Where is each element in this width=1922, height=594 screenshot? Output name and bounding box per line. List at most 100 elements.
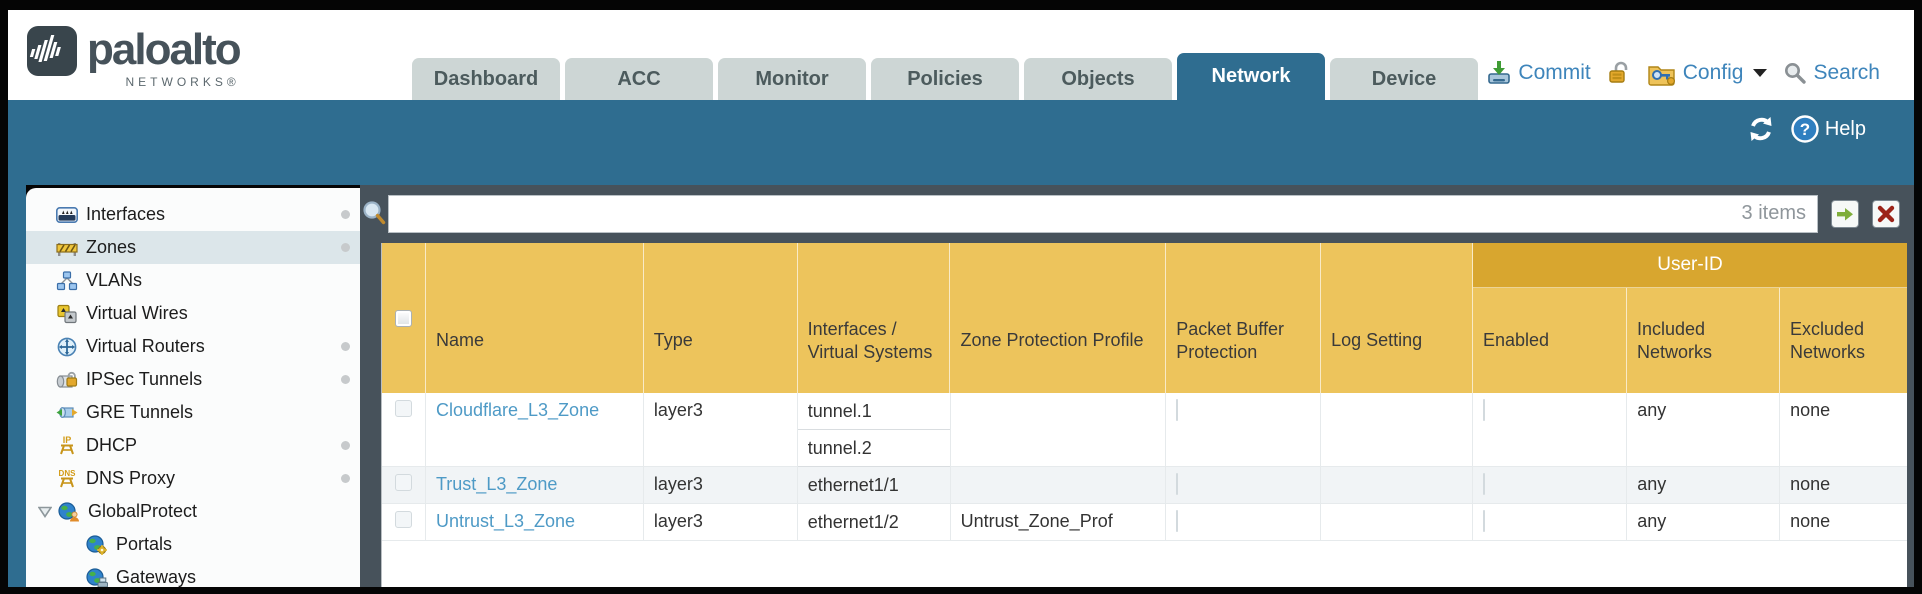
- zone-interfaces-cell: ethernet1/1: [798, 467, 951, 503]
- commit-label: Commit: [1518, 61, 1591, 84]
- sidebar-item-gre-tunnels[interactable]: GRE Tunnels: [26, 396, 360, 429]
- sidebar-item-label: GRE Tunnels: [86, 402, 194, 422]
- sidebar-item-ipsec-tunnels[interactable]: IPSec Tunnels: [26, 363, 360, 396]
- sidebar-item-label: VLANs: [86, 270, 143, 290]
- sidebar-item-label: Virtual Routers: [86, 336, 205, 356]
- sidebar-dot: [341, 375, 350, 384]
- zone-type-cell: layer3: [644, 467, 798, 503]
- sidebar-item-gateways[interactable]: Gateways: [26, 561, 360, 587]
- sidebar-item-virtual-wires[interactable]: Virtual Wires: [26, 297, 360, 330]
- row-select-cell: [382, 467, 426, 503]
- chevron-down-icon: [1753, 69, 1768, 77]
- clear-filter-button[interactable]: [1872, 200, 1900, 228]
- packet-buffer-checkbox[interactable]: [1176, 510, 1179, 532]
- column-header-packet-buffer-protection[interactable]: Packet Buffer Protection: [1166, 243, 1322, 393]
- sidebar-item-label: GlobalProtect: [88, 501, 198, 521]
- column-header-log-setting[interactable]: Log Setting: [1321, 243, 1473, 393]
- config-menu[interactable]: Config: [1647, 60, 1768, 86]
- zones-icon: [56, 238, 78, 258]
- column-header-enabled[interactable]: Enabled: [1473, 288, 1627, 393]
- sidebar-item-globalprotect[interactable]: GlobalProtect: [26, 495, 360, 528]
- log-setting-cell: [1321, 467, 1474, 503]
- zone-interfaces-cell: tunnel.1 tunnel.2: [797, 393, 951, 467]
- enabled-checkbox[interactable]: [1483, 510, 1486, 532]
- sidebar-item-label: Zones: [86, 237, 137, 257]
- apply-filter-button[interactable]: [1831, 200, 1859, 228]
- commit-button[interactable]: Commit: [1486, 60, 1591, 86]
- commit-icon: [1488, 61, 1511, 84]
- select-all-cell: [382, 243, 426, 393]
- tab-acc[interactable]: ACC: [565, 58, 713, 100]
- tab-network[interactable]: Network: [1177, 53, 1325, 100]
- select-all-checkbox[interactable]: [394, 309, 412, 327]
- sidebar-item-portals[interactable]: Portals: [26, 528, 360, 561]
- dhcp-icon: IP: [56, 435, 78, 456]
- tab-policies[interactable]: Policies: [871, 58, 1019, 100]
- refresh-icon[interactable]: [1746, 114, 1776, 144]
- log-setting-cell: [1321, 504, 1474, 540]
- column-header-included-networks[interactable]: Included Networks: [1627, 288, 1780, 393]
- zone-name-link[interactable]: Untrust_L3_Zone: [435, 511, 576, 531]
- sidebar-dot: [341, 441, 350, 450]
- help-icon: ?: [1791, 115, 1819, 143]
- subheader-band: ? Help: [8, 100, 1914, 185]
- lock-icon[interactable]: [1607, 60, 1631, 86]
- sidebar-item-interfaces[interactable]: Interfaces: [26, 198, 360, 231]
- zone-name-cell: Untrust_L3_Zone: [426, 504, 644, 540]
- interface-entry: tunnel.1: [797, 393, 950, 430]
- column-header-name[interactable]: Name: [426, 243, 644, 393]
- svg-text:?: ?: [1800, 120, 1810, 139]
- main-content-panel: 3 items Name T: [360, 185, 1914, 587]
- search-button[interactable]: Search: [1783, 61, 1880, 85]
- row-checkbox[interactable]: [394, 511, 412, 528]
- filter-input[interactable]: [388, 195, 1818, 233]
- tab-objects[interactable]: Objects: [1024, 58, 1172, 100]
- row-checkbox[interactable]: [394, 474, 412, 491]
- table-row: Untrust_L3_Zone layer3 ethernet1/2 Untru…: [382, 504, 1907, 541]
- sidebar-item-vlans[interactable]: VLANs: [26, 264, 360, 297]
- zone-type-cell: layer3: [644, 504, 798, 540]
- main-nav-tabs: Dashboard ACC Monitor Policies Objects N…: [412, 53, 1478, 100]
- included-networks-cell: any: [1627, 504, 1781, 540]
- sidebar-item-label: Virtual Wires: [86, 303, 188, 323]
- column-header-interfaces[interactable]: Interfaces / Virtual Systems: [798, 243, 951, 393]
- help-button[interactable]: ? Help: [1790, 114, 1866, 144]
- zone-protection-profile-cell: [951, 393, 1167, 466]
- virtual-wires-icon: [56, 304, 78, 324]
- excluded-networks-cell: none: [1790, 474, 1831, 494]
- sidebar-item-dhcp[interactable]: IP DHCP: [26, 429, 360, 462]
- sidebar-dot: [341, 474, 350, 483]
- user-id-enabled-cell: [1473, 467, 1628, 503]
- log-setting-cell: [1321, 393, 1474, 466]
- packet-buffer-checkbox[interactable]: [1176, 399, 1179, 421]
- expand-triangle-icon[interactable]: [34, 502, 56, 522]
- enabled-checkbox[interactable]: [1483, 399, 1486, 421]
- red-x-icon: [1877, 205, 1895, 223]
- column-header-zone-protection-profile[interactable]: Zone Protection Profile: [950, 243, 1167, 393]
- packet-buffer-checkbox[interactable]: [1176, 473, 1179, 495]
- tab-device[interactable]: Device: [1330, 58, 1478, 100]
- zone-name-link[interactable]: Trust_L3_Zone: [435, 474, 558, 494]
- user-id-group-header: User-ID: [1472, 243, 1907, 288]
- sidebar-item-dns-proxy[interactable]: DNS DNS Proxy: [26, 462, 360, 495]
- table-row: Cloudflare_L3_Zone layer3 tunnel.1 tunne…: [382, 393, 1907, 467]
- row-checkbox[interactable]: [394, 400, 412, 417]
- enabled-checkbox[interactable]: [1483, 473, 1486, 495]
- sidebar-item-virtual-routers[interactable]: Virtual Routers: [26, 330, 360, 363]
- column-header-type[interactable]: Type: [644, 243, 798, 393]
- header-actions: Commit Config: [1486, 60, 1880, 86]
- filter-bar: 3 items: [360, 185, 1914, 243]
- sidebar-item-zones[interactable]: Zones: [26, 231, 360, 264]
- sidebar-item-label: Portals: [116, 534, 173, 554]
- sidebar-dot: [341, 210, 350, 219]
- column-header-excluded-networks[interactable]: Excluded Networks: [1789, 319, 1865, 362]
- tab-dashboard[interactable]: Dashboard: [412, 58, 560, 100]
- interface-entry: ethernet1/1: [807, 475, 899, 495]
- tab-monitor[interactable]: Monitor: [718, 58, 866, 100]
- top-header-band: paloalto NETWORKS® Dashboard ACC Monitor…: [8, 10, 1914, 100]
- search-icon: [1785, 63, 1807, 84]
- zone-protection-profile-cell: [951, 467, 1167, 503]
- zone-name-link[interactable]: Cloudflare_L3_Zone: [435, 400, 600, 420]
- table-row: Trust_L3_Zone layer3 ethernet1/1 any non…: [382, 467, 1907, 504]
- sidebar-item-label: DHCP: [86, 435, 138, 455]
